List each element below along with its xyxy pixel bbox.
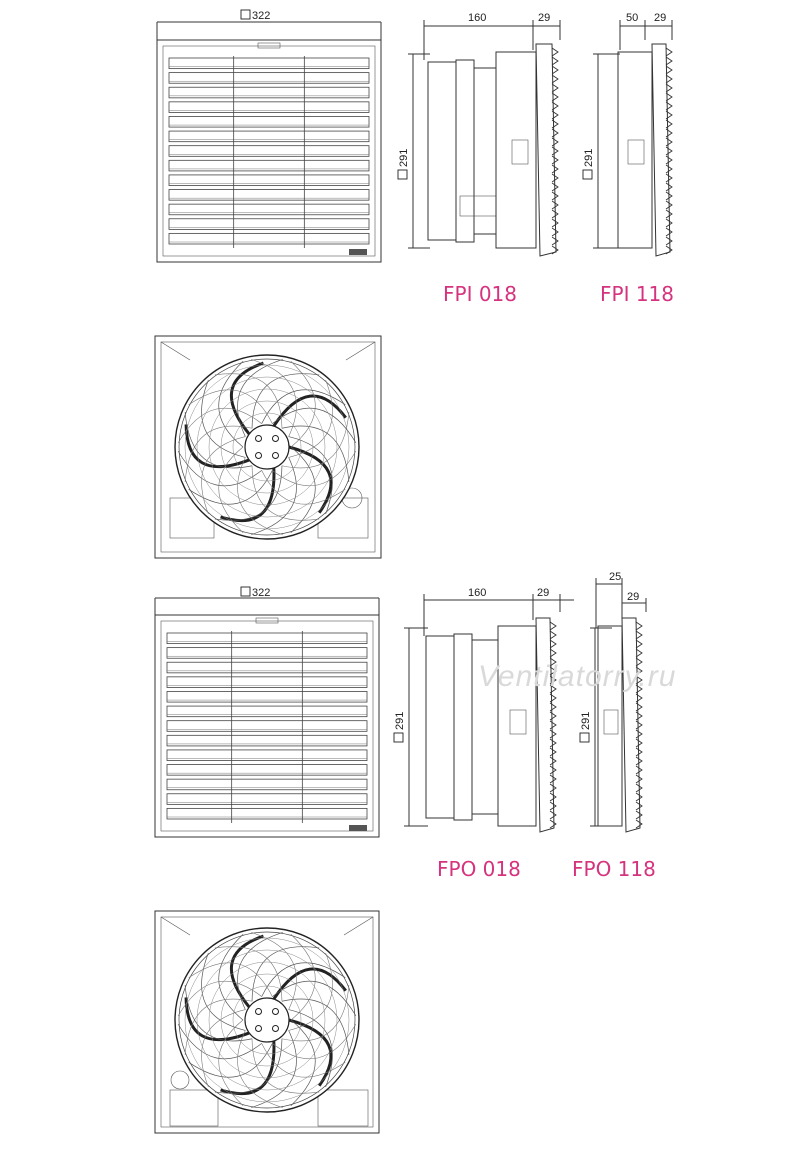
square-size-symbol-icon: [582, 169, 593, 180]
brand-logo-icon: [349, 249, 367, 255]
width-322-label-2: 322: [252, 587, 270, 599]
louvre-grille-icon: [166, 631, 368, 823]
model-label-fpi118: FPI 118: [600, 282, 674, 306]
square-size-symbol-icon: [240, 586, 251, 597]
fpi118-side-view: 50 29 291: [582, 12, 673, 257]
height-291-label-4: 291: [580, 712, 592, 730]
depth-29-label: 29: [538, 12, 550, 24]
model-label-fpo018: FPO 018: [437, 857, 521, 881]
louvre-grille-icon: [168, 56, 370, 248]
depth-29-label-4: 29: [627, 591, 639, 603]
square-size-symbol-icon: [393, 732, 404, 743]
square-size-symbol-icon: [579, 732, 590, 743]
brand-logo-icon: [349, 825, 367, 831]
fpo-rear-fan-view: [154, 910, 380, 1134]
depth-160-label-2: 160: [468, 587, 486, 599]
model-label-fpo118: FPO 118: [572, 857, 656, 881]
fpi018-side-view: 160 29 291: [397, 12, 561, 257]
depth-25-label: 25: [609, 571, 621, 583]
fan-impeller-icon: [174, 927, 360, 1113]
fpo118-side-view: 25 29 291: [579, 571, 647, 833]
fpo018-side-view: 160 29 291: [393, 587, 574, 833]
square-size-symbol-icon: [397, 169, 408, 180]
depth-50-label: 50: [626, 12, 638, 24]
square-size-symbol-icon: [240, 9, 251, 20]
fpi-front-grille-view: 322: [156, 9, 382, 263]
depth-29-label-2: 29: [654, 12, 666, 24]
depth-29-label-3: 29: [537, 587, 549, 599]
fpo-front-grille-view: 322: [154, 586, 380, 838]
model-label-fpi018: FPI 018: [443, 282, 517, 306]
depth-160-label: 160: [468, 12, 486, 24]
height-291-label-3: 291: [394, 712, 406, 730]
width-322-label: 322: [252, 10, 270, 22]
fpi-rear-fan-view: [154, 335, 382, 559]
height-291-label-2: 291: [583, 149, 595, 167]
watermark-text: Ventilatorry.ru: [478, 660, 676, 693]
height-291-label: 291: [398, 149, 410, 167]
fan-impeller-icon: [174, 354, 360, 540]
